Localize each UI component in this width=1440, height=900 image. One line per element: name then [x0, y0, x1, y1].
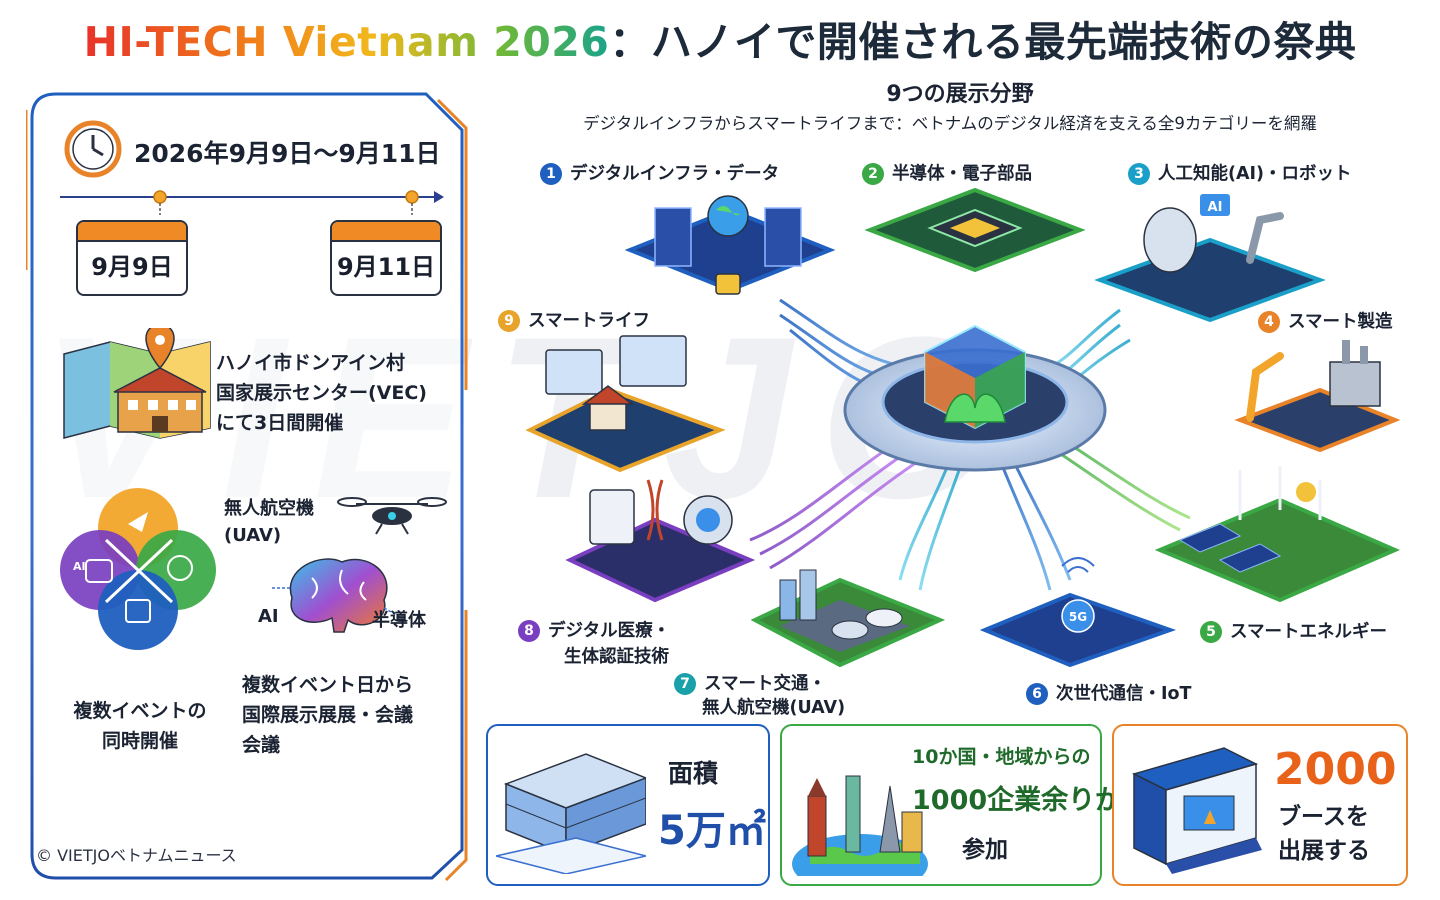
event-info-panel: 2026年9月9日〜9月11日 9月9日 9月11日 ハノイ市ドンアイン村 国家…	[26, 90, 468, 882]
title-brand: HI-TECH Vietnam 2026	[83, 18, 610, 66]
intl-line-1: 複数イベント日から	[242, 674, 414, 696]
tile-smart-energy	[1154, 466, 1401, 603]
copyright: © VIETJOベトナムニュース	[36, 846, 237, 865]
category-3: 3 人工知能(AI)・ロボット	[1128, 160, 1352, 185]
fiveg-text: 5G	[1069, 610, 1087, 624]
uav-label-line-2: (UAV)	[224, 525, 282, 546]
concurrent-events-icon	[60, 488, 216, 650]
ai-chip-label: AI	[73, 560, 86, 573]
uav-label-line-1: 無人航空機	[224, 498, 314, 519]
central-hub	[843, 324, 1107, 472]
area-stat-card: 面積 5万㎡	[486, 724, 770, 886]
category-2-number: 2	[862, 163, 884, 185]
category-7-label-1: スマート交通・	[704, 674, 826, 694]
concurrent-line-1: 複数イベントの	[73, 700, 207, 722]
category-3-label: 人工知能(AI)・ロボット	[1158, 164, 1352, 184]
start-day: 9月9日	[91, 253, 173, 281]
category-9-number: 9	[498, 310, 520, 332]
tile-digital-health	[565, 479, 756, 603]
category-6-number: 6	[1026, 683, 1048, 705]
page-title: HI-TECH Vietnam 2026：ハノイで開催される最先端技術の祭典	[0, 8, 1440, 68]
semiconductor-label: 半導体	[372, 610, 426, 631]
end-day: 9月11日	[336, 253, 436, 281]
category-1: 1 デジタルインフラ・データ	[540, 160, 779, 185]
fields-subheading: デジタルインフラからスマートライフまで：ベトナムのデジタル経済を支える全9カテゴ…	[583, 114, 1317, 133]
category-1-number: 1	[540, 163, 562, 185]
booth-line-2: 出展する	[1278, 838, 1370, 864]
globe-landmarks-icon	[792, 775, 928, 876]
participants-line-2: 1000企業余りが	[912, 785, 1123, 816]
end-calendar-icon: 9月11日	[330, 220, 442, 296]
ai-label: AI	[258, 606, 279, 627]
drone-icon	[337, 497, 447, 535]
venue-line-3: にて3日間開催	[216, 412, 344, 434]
concurrent-events-text: 複数イベントの 同時開催	[60, 696, 220, 756]
category-4: 4 スマート製造	[1258, 308, 1392, 333]
intl-line-3: 会議	[242, 734, 281, 756]
category-5-label: スマートエネルギー	[1230, 622, 1387, 642]
tile-smart-manufacturing	[1234, 340, 1401, 453]
category-6-label: 次世代通信・IoT	[1056, 684, 1192, 704]
tile-semiconductor	[864, 187, 1086, 273]
category-1-label: デジタルインフラ・データ	[570, 164, 780, 184]
venue-line-1: ハノイ市ドンアイン村	[216, 352, 406, 374]
tile-ai-robot: AI	[1094, 194, 1326, 323]
category-8: 8 デジタル医療・ 生体認証技術	[518, 618, 670, 670]
category-5: 5 スマートエネルギー	[1200, 618, 1387, 643]
category-7-number: 7	[674, 673, 696, 695]
intl-line-2: 国際展示展展・会議	[242, 704, 414, 726]
ai-badge-text: AI	[1208, 200, 1223, 215]
category-9: 9 スマートライフ	[498, 307, 650, 332]
area-label: 面積	[668, 759, 719, 788]
category-8-label-2: 生体認証技術	[564, 647, 669, 667]
venue-text: ハノイ市ドンアイン村 国家展示センター(VEC) にて3日間開催	[216, 348, 427, 438]
timeline-arrow	[60, 190, 444, 215]
category-8-number: 8	[518, 620, 540, 642]
participants-line-1: 10か国・地域からの	[912, 746, 1091, 768]
booth-text: ブースを 出展する	[1278, 800, 1370, 868]
participants-line-3: 参加	[962, 837, 1008, 863]
venue-line-2: 国家展示センター(VEC)	[216, 382, 427, 404]
date-range: 2026年9月9日〜9月11日	[134, 139, 441, 168]
participants-stat-card: 10か国・地域からの 1000企業余りが 参加	[780, 724, 1122, 886]
concurrent-line-2: 同時開催	[101, 730, 178, 752]
area-value: 5万㎡	[658, 808, 766, 854]
category-9-label: スマートライフ	[528, 311, 650, 331]
start-calendar-icon: 9月9日	[76, 220, 188, 296]
category-3-number: 3	[1128, 163, 1150, 185]
category-6: 6 次世代通信・IoT	[1026, 680, 1191, 705]
tile-next-gen-comms: 5G	[979, 557, 1177, 668]
booth-icon	[1131, 747, 1262, 874]
international-text: 複数イベント日から 国際展示展展・会議 会議	[242, 670, 413, 760]
tile-smart-transport	[750, 569, 946, 668]
map-venue-icon	[63, 328, 211, 439]
booth-value: 2000	[1274, 744, 1397, 795]
clock-icon	[64, 120, 122, 178]
brain-icon	[272, 558, 402, 633]
category-4-number: 4	[1258, 311, 1280, 333]
category-5-number: 5	[1200, 621, 1222, 643]
category-2: 2 半導体・電子部品	[862, 160, 1032, 185]
title-rest: ：ハノイで開催される最先端技術の祭典	[609, 18, 1357, 66]
tile-digital-infra	[624, 195, 836, 295]
exhibition-fields-diagram: AI 5G	[525, 187, 1401, 668]
category-2-label: 半導体・電子部品	[892, 164, 1032, 184]
uav-label: 無人航空機 (UAV)	[224, 495, 314, 549]
tile-smart-life	[525, 335, 726, 473]
fields-heading: 9つの展示分野	[886, 82, 1034, 107]
booth-stat-card: 2000 ブースを 出展する	[1112, 724, 1408, 886]
category-7-label-2: 無人航空機(UAV)	[702, 698, 846, 718]
category-7: 7 スマート交通・ 無人航空機(UAV)	[674, 672, 845, 720]
category-8-label-1: デジタル医療・	[548, 621, 671, 641]
category-4-label: スマート製造	[1288, 312, 1393, 332]
booth-line-1: ブースを	[1278, 804, 1369, 830]
building-icon	[496, 753, 646, 874]
